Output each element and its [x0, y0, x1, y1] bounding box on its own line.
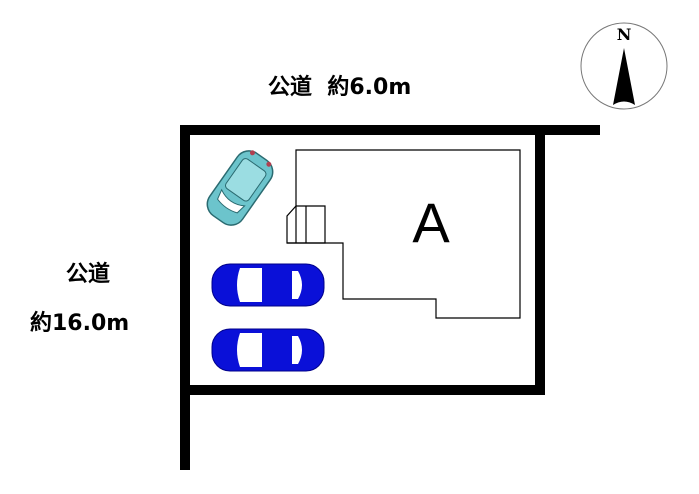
- blue-car-2: [211, 328, 325, 372]
- entrance-steps: [286, 205, 326, 244]
- north-road-label: 公道 約6.0m: [268, 69, 411, 101]
- teal-car: [206, 150, 274, 226]
- north-road-name: 公道: [268, 75, 313, 100]
- west-road-width: 約16.0m: [30, 311, 130, 336]
- building-label: A: [412, 191, 450, 254]
- building-outline: [286, 149, 521, 319]
- blue-car-1: [211, 263, 325, 307]
- compass-north-label: N: [617, 25, 632, 44]
- west-road-name: 公道: [66, 262, 111, 287]
- north-arrow-icon: [613, 48, 635, 105]
- north-arrow-compass: N: [580, 22, 668, 110]
- north-road-width: 約6.0m: [327, 75, 412, 100]
- lot-boundary: [180, 125, 600, 470]
